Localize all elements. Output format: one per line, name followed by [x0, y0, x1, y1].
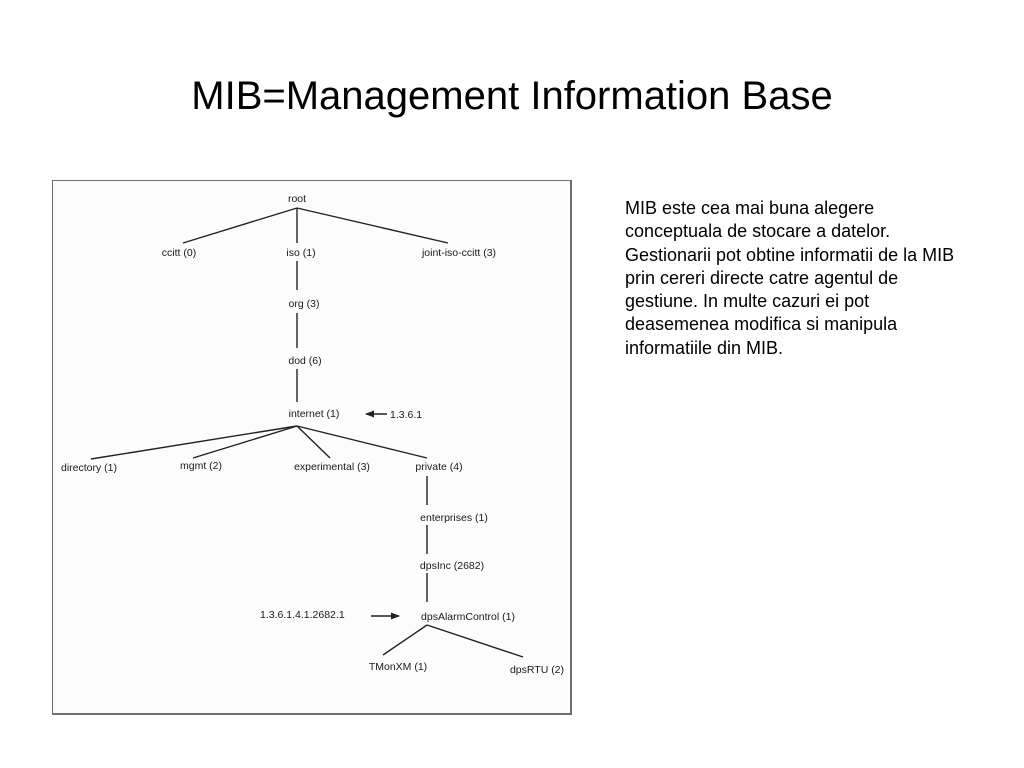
- node-internet: internet (1): [289, 408, 340, 420]
- edge-internet-directory: [90, 425, 298, 460]
- edge-alarm-tmonxm: [382, 624, 428, 656]
- mib-tree-svg: root ccitt (0) iso (1) joint-iso-ccitt (…: [61, 193, 564, 676]
- tree-edges: [90, 207, 524, 658]
- edge-root-joint: [296, 207, 449, 244]
- node-enterprises: enterprises (1): [420, 512, 488, 524]
- edge-root-ccitt: [182, 207, 298, 244]
- node-experimental: experimental (3): [294, 461, 370, 473]
- edge-internet-experimental: [296, 425, 331, 459]
- node-org: org (3): [289, 298, 320, 310]
- node-private: private (4): [415, 461, 462, 473]
- node-ccitt: ccitt (0): [162, 247, 196, 259]
- node-dps-alarm-control: dpsAlarmControl (1): [421, 611, 515, 623]
- edge-internet-private: [296, 425, 428, 459]
- node-tmonxm: TMonXM (1): [369, 661, 427, 673]
- mib-tree-diagram: root ccitt (0) iso (1) joint-iso-ccitt (…: [52, 180, 572, 715]
- oid-alarm-control: 1.3.6.1.4.1.2682.1: [260, 609, 345, 621]
- node-dod: dod (6): [288, 355, 321, 367]
- node-iso: iso (1): [286, 247, 315, 259]
- node-dpsinc: dpsInc (2682): [420, 560, 484, 572]
- tree-nodes: root ccitt (0) iso (1) joint-iso-ccitt (…: [61, 193, 564, 676]
- node-mgmt: mgmt (2): [180, 460, 222, 472]
- slide-title: MIB=Management Information Base: [191, 74, 833, 118]
- node-dpsrtu: dpsRTU (2): [510, 664, 564, 676]
- node-directory: directory (1): [61, 462, 117, 474]
- edge-alarm-dpsrtu: [426, 624, 524, 658]
- node-root: root: [288, 193, 306, 205]
- oid-internet: 1.3.6.1: [390, 409, 422, 421]
- mib-description-text: MIB este cea mai buna alegere conceptual…: [625, 198, 955, 358]
- edge-internet-mgmt: [192, 425, 298, 459]
- node-joint-iso-ccitt: joint-iso-ccitt (3): [421, 247, 496, 259]
